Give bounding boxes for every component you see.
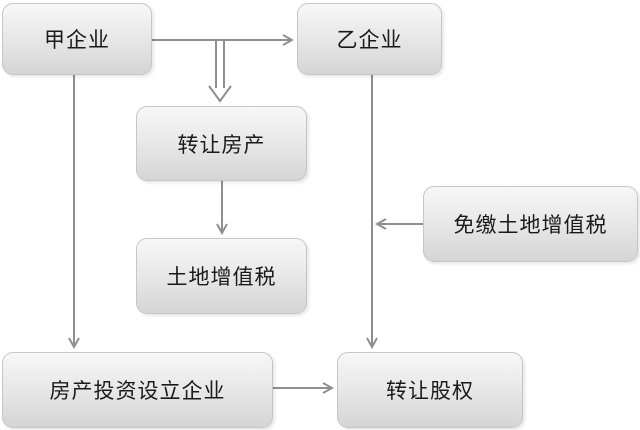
node-exempt-land-vat: 免缴土地增值税 bbox=[423, 186, 638, 262]
node-label: 房产投资设立企业 bbox=[49, 379, 226, 403]
node-transfer-property: 转让房产 bbox=[136, 106, 307, 181]
node-jia-enterprise: 甲企业 bbox=[2, 3, 152, 75]
node-label: 甲企业 bbox=[44, 28, 110, 52]
node-label: 乙企业 bbox=[336, 28, 403, 52]
node-label: 土地增值税 bbox=[166, 265, 277, 289]
hollow-arrow-to-transfer-property bbox=[208, 41, 232, 103]
node-property-company: 房产投资设立企业 bbox=[2, 352, 273, 428]
node-label: 免缴土地增值税 bbox=[453, 213, 608, 237]
node-label: 转让房产 bbox=[177, 132, 266, 157]
node-land-vat: 土地增值税 bbox=[136, 238, 307, 314]
node-transfer-equity: 转让股权 bbox=[337, 352, 523, 428]
node-yi-enterprise: 乙企业 bbox=[297, 3, 442, 75]
node-label: 转让股权 bbox=[386, 379, 474, 403]
